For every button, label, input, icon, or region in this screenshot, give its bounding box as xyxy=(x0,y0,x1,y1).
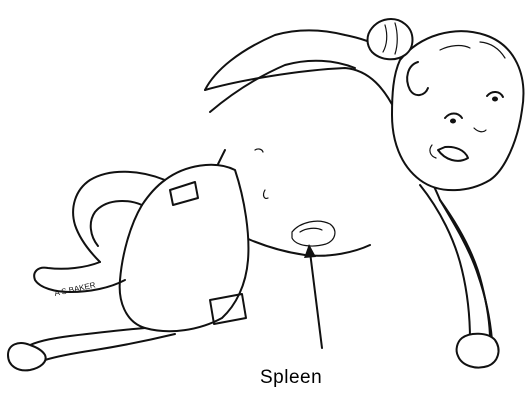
spleen-label: Spleen xyxy=(260,367,322,389)
lower-arm xyxy=(420,185,499,368)
diaper xyxy=(120,165,249,331)
navel xyxy=(264,190,268,198)
lower-leg xyxy=(8,328,175,370)
fist-icon xyxy=(368,19,413,59)
raised-arm xyxy=(205,19,413,112)
hand-icon xyxy=(457,334,499,368)
abdomen-details xyxy=(255,149,268,198)
left-pupil xyxy=(450,119,456,124)
artist-signature: A S BAKER xyxy=(54,280,97,298)
infant-head xyxy=(392,31,523,190)
foot-icon xyxy=(8,343,46,370)
right-pupil xyxy=(492,97,498,102)
spleen-pointer-arrow xyxy=(304,244,322,348)
spleen-outline xyxy=(292,221,335,246)
